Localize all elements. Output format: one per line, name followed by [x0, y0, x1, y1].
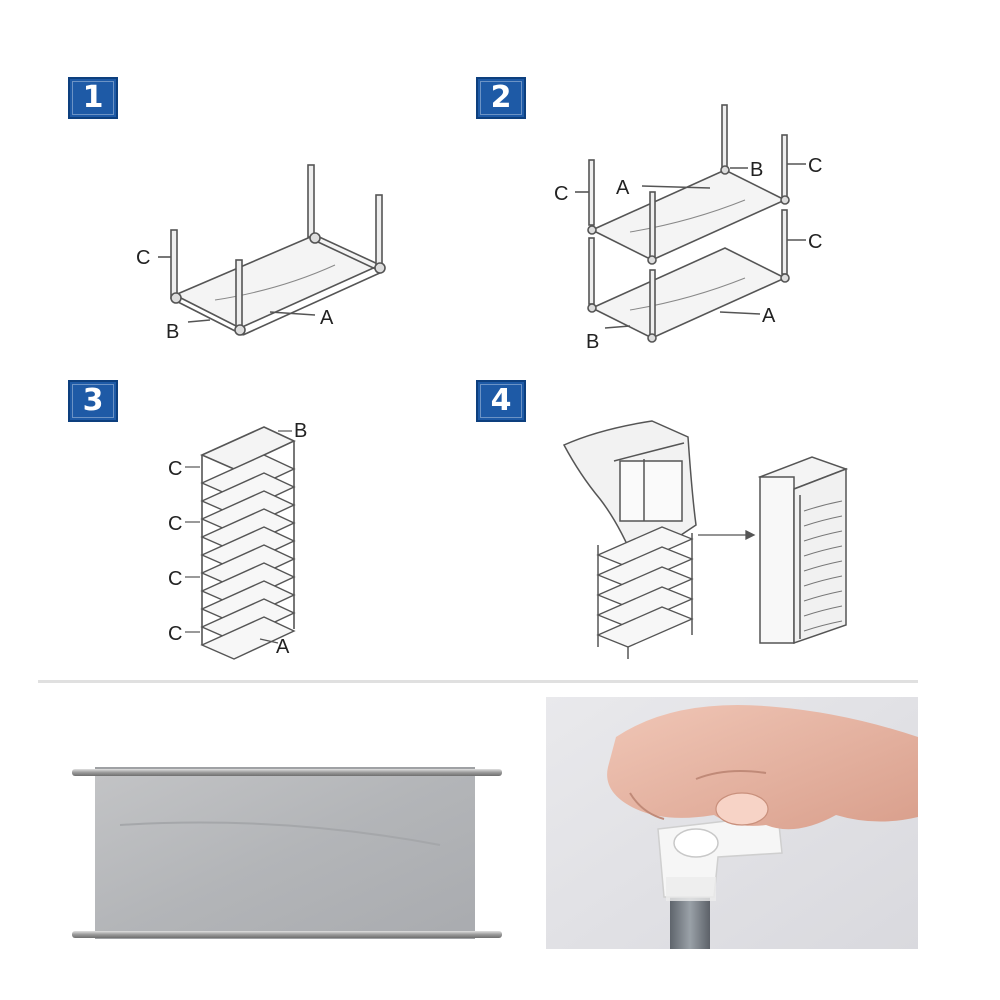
- svg-text:C: C: [168, 623, 182, 645]
- svg-text:A: A: [276, 636, 290, 658]
- shelf-frame: [596, 606, 694, 648]
- cabinet-shelf-line: [803, 620, 843, 632]
- step-3-badge: 3: [68, 380, 118, 422]
- connector-photo: [546, 697, 918, 949]
- shelf-frame: [596, 586, 694, 628]
- label-c: C: [136, 247, 150, 269]
- svg-text:C: C: [168, 513, 182, 535]
- cabinet-shelf-line: [803, 590, 843, 602]
- step-4-diagram: [560, 415, 860, 665]
- step-2-badge: 2: [476, 77, 526, 119]
- shelf-frame: [596, 566, 694, 608]
- svg-text:A: A: [762, 305, 776, 327]
- cabinet-shelf-line: [803, 605, 843, 617]
- fabric-shelf-photo: [60, 755, 510, 955]
- step-4-badge: 4: [476, 380, 526, 422]
- svg-text:C: C: [808, 231, 822, 253]
- label-b: B: [166, 321, 179, 343]
- label-a: A: [320, 307, 334, 329]
- step-2-diagram: C A B C C B A: [550, 100, 850, 360]
- cabinet-shelf-line: [803, 530, 843, 542]
- section-divider: [38, 680, 918, 683]
- cabinet-shelf-line: [803, 500, 843, 512]
- svg-text:B: B: [586, 331, 599, 353]
- cabinet-shelf-line: [803, 545, 843, 557]
- shelf-frame: [596, 526, 694, 568]
- svg-text:C: C: [554, 183, 568, 205]
- svg-text:B: B: [750, 159, 763, 181]
- svg-text:B: B: [294, 420, 307, 442]
- cabinet-shelf-line: [803, 575, 843, 587]
- step-1-diagram: C B A: [120, 150, 420, 350]
- svg-text:C: C: [168, 568, 182, 590]
- cabinet-shelf-line: [803, 560, 843, 572]
- svg-text:A: A: [616, 177, 630, 199]
- shelf-frame: [200, 616, 296, 660]
- svg-text:C: C: [168, 458, 182, 480]
- step-1-badge: 1: [68, 77, 118, 119]
- step-3-diagram: C C C C B A: [160, 415, 320, 665]
- svg-text:C: C: [808, 155, 822, 177]
- cabinet-shelf-line: [803, 515, 843, 527]
- shelf-frame: [596, 546, 694, 588]
